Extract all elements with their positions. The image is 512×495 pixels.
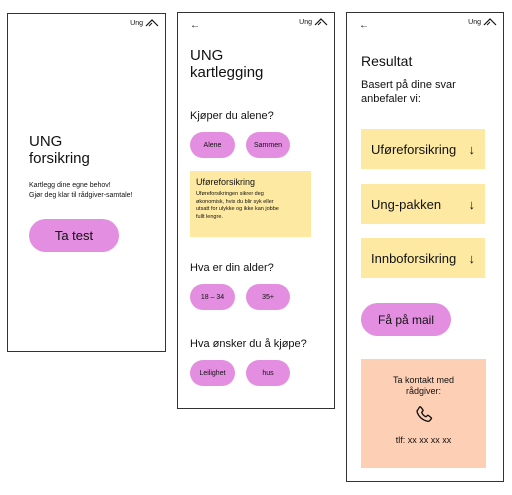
subtitle-line: Basert på dine svar: [361, 79, 456, 91]
back-arrow-icon[interactable]: ←: [359, 20, 369, 31]
result-label: Uføreforsikring: [371, 141, 457, 157]
option-label: Sammen: [253, 141, 282, 149]
option-age-35-button[interactable]: 35+: [246, 284, 290, 310]
option-house-button[interactable]: hus: [246, 360, 290, 386]
intro-line: Kartlegg dine egne behov!: [29, 182, 111, 189]
brand-logo: Ung: [130, 19, 159, 27]
title-line: forsikring: [29, 150, 90, 167]
option-label: 18 – 34: [200, 293, 225, 301]
info-title: Uføreforsikring: [196, 177, 256, 187]
page-title: Resultat: [361, 53, 413, 69]
chevron-down-icon: ↓: [468, 141, 476, 157]
brand-logo: Ung: [468, 18, 497, 26]
phone-icon[interactable]: [361, 405, 486, 427]
intro-text: Kartlegg dine egne behov! Gjør deg klar …: [29, 181, 132, 201]
chevron-down-icon: ↓: [468, 250, 476, 266]
subtitle-line: anbefaler vi:: [361, 93, 421, 105]
intro-line: Gjør deg klar til rådgiver-samtale!: [29, 192, 133, 199]
option-apartment-button[interactable]: Leilighet: [190, 360, 235, 386]
option-label: hus: [262, 369, 274, 377]
brand-label: Ung: [468, 18, 481, 26]
contact-line: Ta kontakt med: [392, 375, 455, 385]
page-title: UNG forsikring: [29, 133, 90, 167]
title-line: UNG: [29, 133, 63, 150]
phone-number: tlf: xx xx xx xx: [395, 435, 452, 445]
option-alone-button[interactable]: Alene: [190, 132, 235, 158]
logo-icon: [483, 18, 497, 26]
option-label: Alene: [203, 141, 222, 149]
result-label: Ung-pakken: [371, 196, 442, 212]
option-label: 35+: [262, 293, 274, 301]
brand-label: Ung: [299, 18, 312, 26]
info-line: Uføreforsikringen sikrer deg: [196, 191, 264, 197]
title-line: kartlegging: [190, 64, 264, 81]
brand-label: Ung: [130, 19, 143, 27]
info-line: økonomisk, hvis du blir syk eller: [196, 198, 274, 205]
send-mail-label: Få på mail: [377, 312, 435, 327]
title-line: UNG: [190, 47, 224, 64]
question-age: Hva er din alder?: [190, 262, 274, 274]
result-subtitle: Basert på dine svar anbefaler vi:: [361, 78, 456, 106]
start-test-label: Ta test: [54, 228, 94, 243]
back-arrow-icon[interactable]: ←: [190, 20, 200, 31]
result-item-innboforsikring[interactable]: Innboforsikring ↓: [361, 238, 485, 278]
screen-survey: ← Ung UNG kartlegging Kjøper du alene? A…: [177, 12, 335, 409]
result-item-ung-pakken[interactable]: Ung-pakken ↓: [361, 184, 485, 224]
contact-line: rådgiver:: [405, 386, 441, 396]
result-label: Innboforsikring: [371, 250, 457, 266]
question-alone: Kjøper du alene?: [190, 110, 274, 122]
info-body: Uføreforsikringen sikrer deg økonomisk, …: [196, 191, 305, 221]
chevron-down-icon: ↓: [468, 196, 476, 212]
result-item-uforeforsikring[interactable]: Uføreforsikring ↓: [361, 129, 485, 169]
logo-icon: [145, 19, 159, 27]
option-age-18-34-button[interactable]: 18 – 34: [190, 284, 235, 310]
start-test-button[interactable]: Ta test: [29, 219, 119, 252]
contact-card: Ta kontakt med rådgiver: tlf: xx xx xx x…: [361, 359, 486, 468]
info-line: utsatt for ulykke og ikke kan jobbe: [196, 206, 279, 212]
info-line: fullt lengre.: [196, 213, 223, 220]
option-together-button[interactable]: Sammen: [246, 132, 290, 158]
brand-logo: Ung: [299, 18, 328, 26]
screen-result: ← Ung Resultat Basert på dine svar anbef…: [346, 12, 504, 482]
info-card: Uføreforsikring Uføreforsikringen sikrer…: [190, 171, 311, 237]
page-title: UNG kartlegging: [190, 47, 263, 81]
option-label: Leilighet: [199, 369, 226, 377]
screen-welcome: Ung UNG forsikring Kartlegg dine egne be…: [7, 13, 166, 352]
send-mail-button[interactable]: Få på mail: [361, 303, 451, 336]
question-purchase: Hva ønsker du å kjøpe?: [190, 338, 307, 350]
logo-icon: [314, 18, 328, 26]
